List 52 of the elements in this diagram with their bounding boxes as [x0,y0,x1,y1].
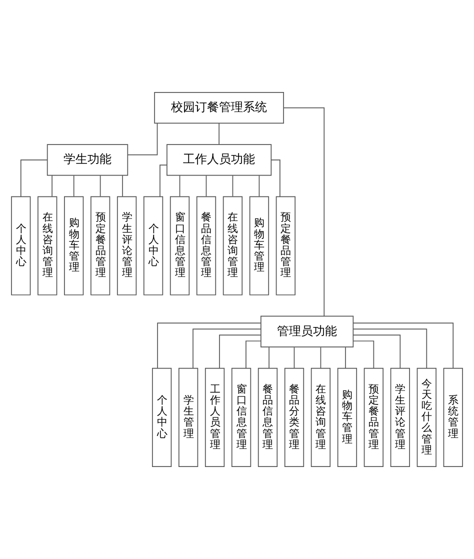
node-box: 购物车管理 [337,368,358,468]
node-box: 工作人员管理 [204,368,225,468]
node-box: 工作人员功能 [166,144,272,176]
node-box: 预定餐品管理 [364,368,384,468]
connector [157,322,261,369]
connector [246,340,262,369]
node-box: 管理员功能 [260,316,354,348]
node-box: 个人中心 [11,196,31,296]
node-box: 系统管理 [443,368,463,468]
connector [270,159,280,197]
connector [294,346,295,368]
connector [345,346,346,368]
connector [258,175,260,197]
connector [179,175,180,197]
connector [20,159,48,197]
connector [160,164,168,197]
node-box: 校园订餐管理系统 [154,92,284,124]
connector [352,340,374,369]
node-box: 餐品信息管理 [196,196,216,296]
node-box: 预定餐品管理 [276,196,296,296]
connector [100,175,101,197]
node-box: 学生评论管理 [116,196,137,296]
node-box: 个人中心 [143,196,164,296]
node-box: 学生管理 [178,368,198,468]
node-box: 餐品信息管理 [258,368,278,468]
node-box: 购物车管理 [249,196,270,296]
node-box: 在线咨询管理 [310,368,331,468]
node-box: 餐品分类管理 [284,368,304,468]
connector [127,122,158,156]
node-box: 窗口信息管理 [231,368,252,468]
connector [122,175,123,197]
connector [268,346,270,368]
connector [219,334,262,369]
node-box: 购物车管理 [64,196,84,296]
node-box: 个人中心 [152,368,172,468]
node-box: 学生评论管理 [390,368,410,468]
connector [352,328,428,369]
connector [206,175,207,197]
connector [283,107,325,317]
node-box: 今天吃什么管理 [416,368,436,468]
node-box: 预定餐品管理 [90,196,110,296]
connector [232,175,234,197]
node-box: 在线咨询管理 [222,196,243,296]
connector [218,123,220,145]
connector [352,334,401,369]
connector [320,346,322,368]
node-box: 学生功能 [46,144,128,176]
connector [192,328,262,369]
connector [352,322,454,369]
node-box: 窗口信息管理 [170,196,190,296]
node-box: 在线咨询管理 [38,196,58,296]
connector [73,175,74,197]
